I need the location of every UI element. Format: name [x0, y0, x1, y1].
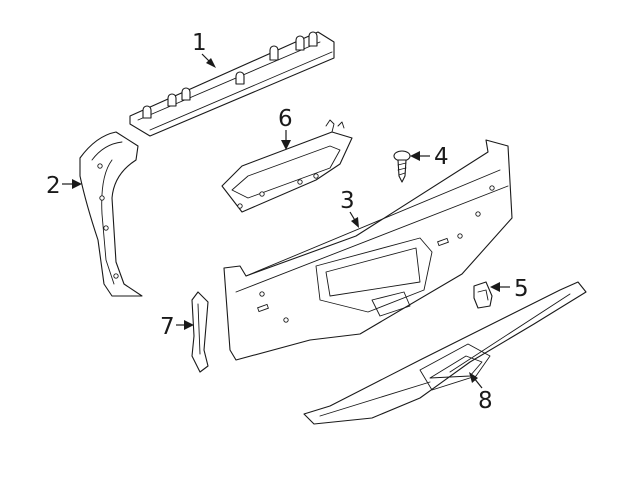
part-8-lower-trim-handle: [303, 281, 587, 425]
callout-7: 7: [160, 314, 194, 340]
callout-number-1: 1: [192, 30, 207, 56]
callout-number-5: 5: [514, 276, 529, 302]
callout-number-7: 7: [160, 314, 175, 340]
part-7-side-trim: [191, 291, 209, 373]
part-6-latch-bracket: [221, 119, 353, 213]
callout-number-6: 6: [278, 106, 293, 132]
callout-number-3: 3: [340, 188, 355, 214]
callout-2: 2: [46, 173, 82, 199]
callout-8: 8: [469, 372, 493, 414]
part-4-screw: [393, 150, 411, 183]
callout-3: 3: [340, 188, 359, 228]
callout-number-8: 8: [478, 388, 493, 414]
callout-number-2: 2: [46, 173, 61, 199]
part-3-main-panel: [223, 139, 513, 361]
callout-4: 4: [410, 144, 449, 170]
part-2-pillar-trim: [79, 131, 143, 297]
part-5-retaining-clip: [473, 281, 493, 309]
callout-1: 1: [192, 30, 216, 68]
callout-5: 5: [490, 276, 529, 302]
part-1-upper-trim-strip: [129, 31, 335, 137]
callout-number-4: 4: [434, 144, 449, 170]
callout-6: 6: [278, 106, 293, 150]
trim-clips: [142, 31, 318, 119]
